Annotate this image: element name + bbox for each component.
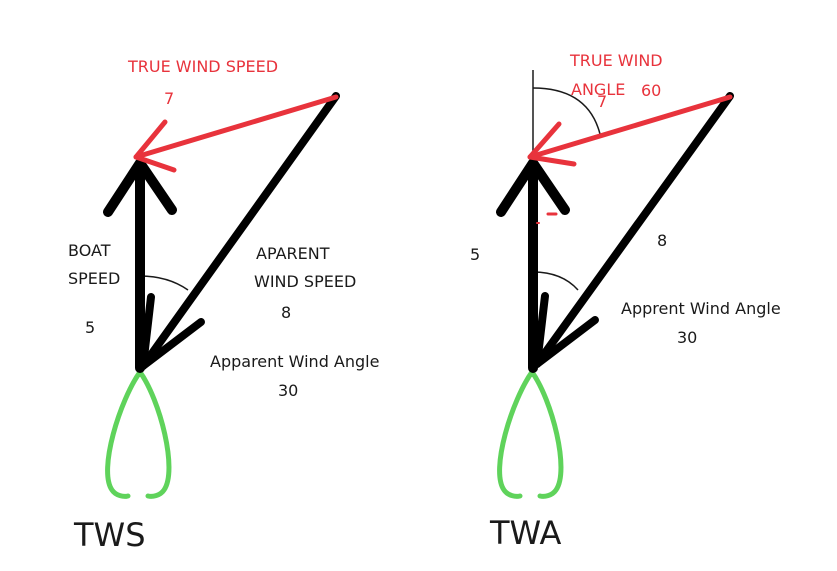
true-wind-speed-value: 7 — [164, 89, 174, 108]
true-wind-speed-value-right: 7 — [597, 92, 607, 111]
apparent-wind-speed-label-line2: WIND SPEED — [254, 272, 356, 291]
apparent-wind-speed-label-line1: APARENT — [256, 244, 330, 263]
apparent-wind-angle-value-right: 30 — [677, 328, 697, 347]
twa-diagram: TRUE WIND ANGLE 60 7 5 8 Apprent Wind An… — [470, 51, 781, 552]
apparent-wind-arrow-left — [139, 92, 340, 370]
boat-speed-arrow-right — [496, 158, 570, 373]
boat-speed-label-line1: BOAT — [68, 241, 111, 260]
apparent-wind-angle-label: Apparent Wind Angle — [210, 352, 379, 371]
apparent-angle-arc-right — [532, 271, 579, 291]
boat-speed-label-line2: SPEED — [68, 269, 120, 288]
apparent-wind-angle-label-right: Apprent Wind Angle — [621, 299, 781, 318]
apparent-angle-arc-left — [139, 275, 189, 291]
true-wind-arrow-left — [133, 94, 339, 173]
apparent-wind-speed-value: 8 — [281, 303, 291, 322]
boat-speed-arrow-left — [103, 158, 177, 373]
true-wind-angle-label-line2: ANGLE — [571, 80, 625, 99]
true-wind-arrow-right — [527, 94, 733, 167]
apparent-wind-arrow-right — [533, 92, 734, 368]
true-wind-angle-label-line1: TRUE WIND — [569, 51, 663, 70]
tws-diagram: TRUE WIND SPEED 7 BOAT SPEED 5 APARENT W… — [68, 57, 379, 554]
true-angle-arc — [532, 87, 601, 135]
true-wind-speed-label: TRUE WIND SPEED — [127, 57, 278, 76]
true-wind-angle-value: 60 — [641, 81, 661, 100]
boat-speed-value-right: 5 — [470, 245, 480, 264]
tws-caption: TWS — [73, 516, 146, 554]
boat-speed-value: 5 — [85, 318, 95, 337]
apparent-wind-speed-value-right: 8 — [657, 231, 667, 250]
boat-hull-right — [497, 369, 564, 499]
twa-caption: TWA — [489, 514, 561, 552]
boat-hull-left — [105, 369, 172, 499]
apparent-wind-angle-value: 30 — [278, 381, 298, 400]
